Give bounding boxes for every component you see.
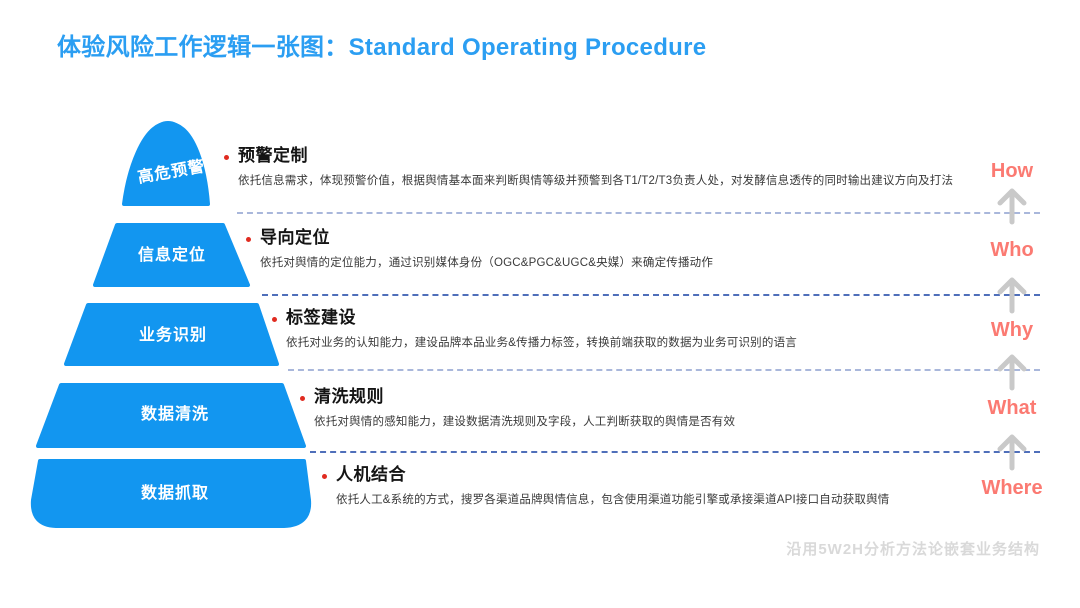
up-arrow-icon <box>996 187 1028 225</box>
tag-label-why: Why <box>990 319 1034 341</box>
pyramid-stage-label-4: 数据清洗 <box>140 406 210 423</box>
up-arrow-icon <box>996 433 1028 471</box>
pyramid-level-4-shape <box>36 383 306 448</box>
level-1-heading: 预警定制 <box>238 146 308 165</box>
level-3-description: 依托对业务的认知能力，建设品牌本品业务&传播力标签，转换前端获取的数据为业务可识… <box>286 336 797 349</box>
level-4-description: 依托对舆情的感知能力，建设数据清洗规则及字段，人工判断获取的舆情是否有效 <box>314 415 736 428</box>
level-4-text-block: 清洗规则 依托对舆情的感知能力，建设数据清洗规则及字段，人工判断获取的舆情是否有… <box>300 387 736 429</box>
red-dot-bullet-icon <box>322 474 327 479</box>
dashed-separator <box>288 369 1040 371</box>
red-dot-bullet-icon <box>300 396 305 401</box>
tag-label-where: Where <box>981 477 1043 499</box>
red-dot-bullet-icon <box>224 155 229 160</box>
level-4-heading: 清洗规则 <box>314 387 384 406</box>
level-5-text-block: 人机结合 依托人工&系统的方式，搜罗各渠道品牌舆情信息，包含使用渠道功能引擎或承… <box>322 465 890 507</box>
level-2-text-block: 导向定位 依托对舆情的定位能力，通过识别媒体身份（OGC&PGC&UGC&央媒）… <box>246 228 714 270</box>
level-2-description: 依托对舆情的定位能力，通过识别媒体身份（OGC&PGC&UGC&央媒）来确定传播… <box>260 256 714 269</box>
dashed-separator <box>262 294 1040 296</box>
red-dot-bullet-icon <box>246 237 251 242</box>
tag-label-how: How <box>990 160 1034 182</box>
level-2-heading: 导向定位 <box>260 228 330 247</box>
pyramid-stage-label-5: 数据抓取 <box>140 485 210 502</box>
pyramid-level-5-shape <box>30 459 312 528</box>
pyramid-stage-label-2: 信息定位 <box>137 247 207 264</box>
level-3-text-block: 标签建设 依托对业务的认知能力，建设品牌本品业务&传播力标签，转换前端获取的数据… <box>272 308 797 350</box>
up-arrow-icon <box>996 276 1028 314</box>
level-5-description: 依托人工&系统的方式，搜罗各渠道品牌舆情信息，包含使用渠道功能引擎或承接渠道AP… <box>336 493 890 506</box>
pyramid-level-2-shape <box>93 223 250 287</box>
tag-label-what: What <box>987 397 1037 419</box>
dashed-separator <box>310 451 1040 453</box>
tag-label-who: Who <box>990 239 1034 261</box>
level-1-description: 依托信息需求，体现预警价值，根据舆情基本面来判断舆情等级并预警到各T1/T2/T… <box>238 174 954 187</box>
level-5-heading: 人机结合 <box>336 465 406 484</box>
pyramid-stage-label-3: 业务识别 <box>138 327 208 344</box>
dashed-separator <box>237 212 1040 214</box>
level-3-heading: 标签建设 <box>286 308 356 327</box>
pyramid-level-3-shape <box>64 303 279 366</box>
footer-note: 沿用5W2H分析方法论嵌套业务结构 <box>786 541 1040 558</box>
red-dot-bullet-icon <box>272 317 277 322</box>
up-arrow-icon <box>996 353 1028 391</box>
page-title: 体验风险工作逻辑一张图：Standard Operating Procedure <box>57 34 707 61</box>
pyramid-level-1-shape <box>122 121 210 206</box>
level-1-text-block: 预警定制 依托信息需求，体现预警价值，根据舆情基本面来判断舆情等级并预警到各T1… <box>224 146 954 188</box>
